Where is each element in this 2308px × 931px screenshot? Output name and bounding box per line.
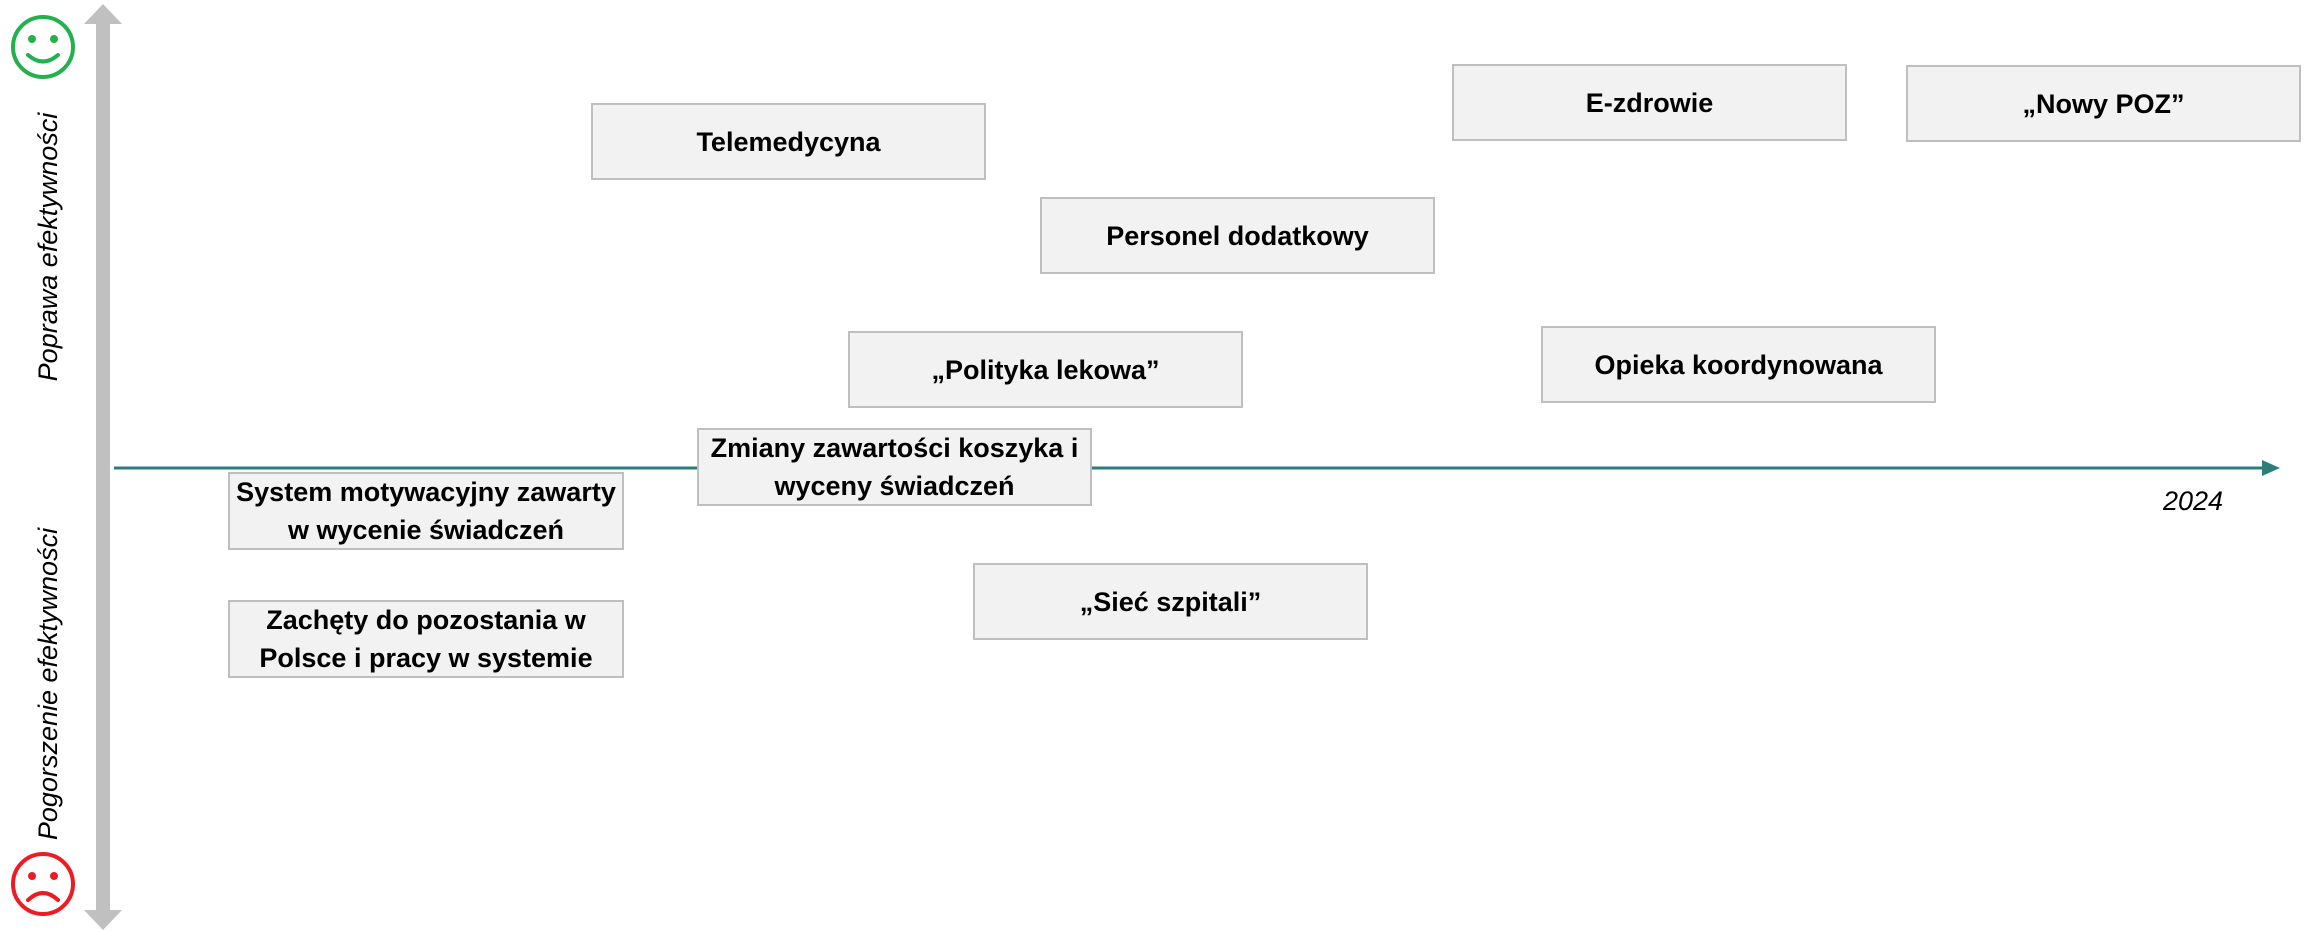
timeline-arrow-right-icon <box>2262 460 2280 476</box>
box-zmiany-koszyka: Zmiany zawartości koszyka i wyceny świad… <box>697 428 1092 506</box>
axis-arrow-down-icon <box>84 910 122 930</box>
box-zachety: Zachęty do pozostania w Polsce i pracy w… <box>228 600 624 678</box>
timeline-axis <box>114 460 2280 476</box>
box-siec-szpitali: „Sieć szpitali” <box>973 563 1368 640</box>
timeline-year-label: 2024 <box>2163 486 2224 516</box>
box-polityka-lekowa: „Polityka lekowa” <box>848 331 1243 408</box>
axis-arrow-up-icon <box>84 4 122 24</box>
smiley-face-icon <box>11 15 75 79</box>
axis-label-improvement: Poprawa efektywności <box>33 112 63 382</box>
box-personel-dodatkowy: Personel dodatkowy <box>1040 197 1435 274</box>
vertical-axis <box>84 4 122 930</box>
box-nowy-poz: „Nowy POZ” <box>1906 65 2301 142</box>
box-telemedycyna: Telemedycyna <box>591 103 986 180</box>
axis-label-deterioration: Pogorszenie efektywności <box>33 527 63 841</box>
box-opieka-koordynowana: Opieka koordynowana <box>1541 326 1936 403</box>
box-system-motywacyjny: System motywacyjny zawarty w wycenie świ… <box>228 472 624 550</box>
box-e-zdrowie: E-zdrowie <box>1452 64 1847 141</box>
sad-face-icon <box>11 852 75 916</box>
